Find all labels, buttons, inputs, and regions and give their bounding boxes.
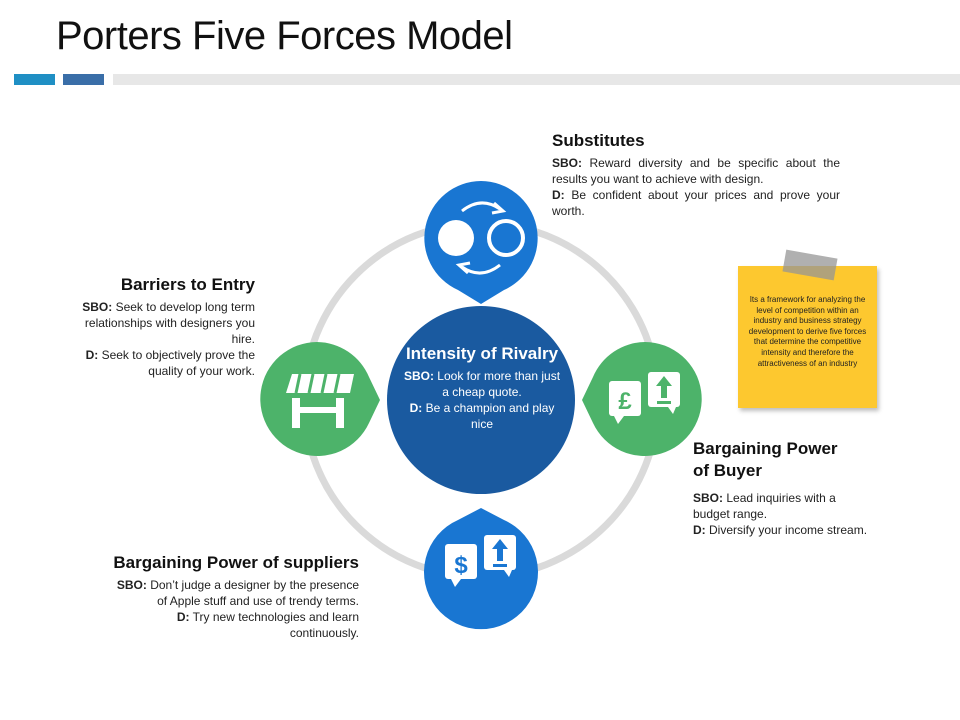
- buyer-d: D: Diversify your income stream.: [693, 522, 903, 538]
- substitutes-sbo-label: SBO:: [552, 156, 582, 170]
- buyer-heading: Bargaining Power of Buyer: [693, 438, 903, 482]
- dollar-upload-icon: $: [445, 535, 516, 587]
- substitutes-d: D: Be confident about your prices and pr…: [552, 187, 840, 219]
- svg-text:£: £: [618, 388, 632, 415]
- node-substitutes-shape: [424, 181, 538, 304]
- center-sbo-text: Look for more than just a cheap quote.: [437, 369, 561, 399]
- center-d-label: D:: [409, 401, 423, 415]
- substitutes-d-text: Be confident about your prices and prove…: [552, 188, 840, 218]
- barriers-sbo-text: Seek to develop long term relationships …: [84, 300, 255, 346]
- suppliers-d-text: Try new technologies and learn continuou…: [192, 610, 359, 640]
- substitutes-block: Substitutes SBO: Reward diversity and be…: [552, 130, 840, 219]
- barriers-d: D: Seek to objectively prove the quality…: [60, 347, 255, 379]
- substitutes-sbo-text: Reward diversity and be specific about t…: [552, 156, 840, 186]
- node-barriers-shape: [260, 342, 380, 456]
- storefront-icon: [286, 373, 354, 428]
- suppliers-d: D: Try new technologies and learn contin…: [154, 609, 359, 641]
- buyer-block: Bargaining Power of Buyer SBO: Lead inqu…: [693, 438, 903, 538]
- node-barriers: [260, 342, 380, 456]
- center-d-text: Be a champion and play nice: [425, 401, 555, 431]
- buyer-heading-line1: Bargaining Power: [693, 439, 838, 458]
- barriers-sbo-label: SBO:: [82, 300, 113, 314]
- suppliers-sbo: SBO: Don’t judge a designer by the prese…: [114, 577, 359, 609]
- barriers-heading: Barriers to Entry: [120, 275, 255, 294]
- suppliers-block: Bargaining Power of suppliers SBO: Don’t…: [70, 552, 359, 641]
- buyer-sbo-label: SBO:: [693, 491, 723, 505]
- buyer-sbo-text: Lead inquiries with a budget range.: [693, 491, 836, 521]
- node-substitutes: [424, 181, 538, 304]
- substitutes-sbo: SBO: Reward diversity and be specific ab…: [552, 155, 840, 187]
- barriers-block: Barriers to Entry SBO: Seek to develop l…: [60, 274, 255, 379]
- accent-bar-gray: [113, 74, 960, 85]
- node-buyer-shape: [582, 342, 702, 456]
- suppliers-d-label: D:: [176, 610, 190, 624]
- swap-cycle-icon: [438, 201, 525, 275]
- barriers-sbo: SBO: Seek to develop long term relations…: [60, 299, 255, 347]
- accent-bar-teal: [14, 74, 55, 85]
- node-suppliers-shape: [424, 508, 538, 630]
- svg-text:$: $: [454, 552, 468, 579]
- suppliers-sbo-label: SBO:: [116, 578, 147, 592]
- buyer-heading-line2: of Buyer: [693, 461, 762, 480]
- buyer-d-text: Diversify your income stream.: [709, 523, 868, 537]
- barriers-d-text: Seek to objectively prove the quality of…: [101, 348, 255, 378]
- suppliers-sbo-text: Don’t judge a designer by the presence o…: [150, 578, 359, 608]
- sticky-note: Its a framework for analyzing the level …: [738, 266, 877, 408]
- suppliers-heading: Bargaining Power of suppliers: [113, 553, 359, 572]
- center-sbo-label: SBO:: [403, 369, 434, 383]
- page-title: Porters Five Forces Model: [56, 14, 513, 58]
- sticky-note-text: Its a framework for analyzing the level …: [748, 295, 867, 368]
- substitutes-heading: Substitutes: [552, 131, 645, 150]
- center-title: Intensity of Rivalry: [405, 344, 559, 363]
- barriers-d-label: D:: [85, 348, 99, 362]
- center-rivalry-text: Intensity of Rivalry SBO: Look for more …: [400, 343, 564, 432]
- center-sbo: SBO: Look for more than just a cheap quo…: [400, 368, 564, 400]
- accent-bar-blue: [63, 74, 104, 85]
- node-suppliers: $: [424, 508, 538, 630]
- center-d: D: Be a champion and play nice: [400, 400, 564, 432]
- buyer-sbo: SBO: Lead inquiries with a budget range.: [693, 490, 858, 522]
- buyer-d-label: D:: [693, 523, 706, 537]
- node-buyer: £: [582, 342, 702, 456]
- substitutes-d-label: D:: [552, 188, 565, 202]
- pound-upload-icon: £: [609, 372, 680, 424]
- center-circle: [387, 306, 575, 494]
